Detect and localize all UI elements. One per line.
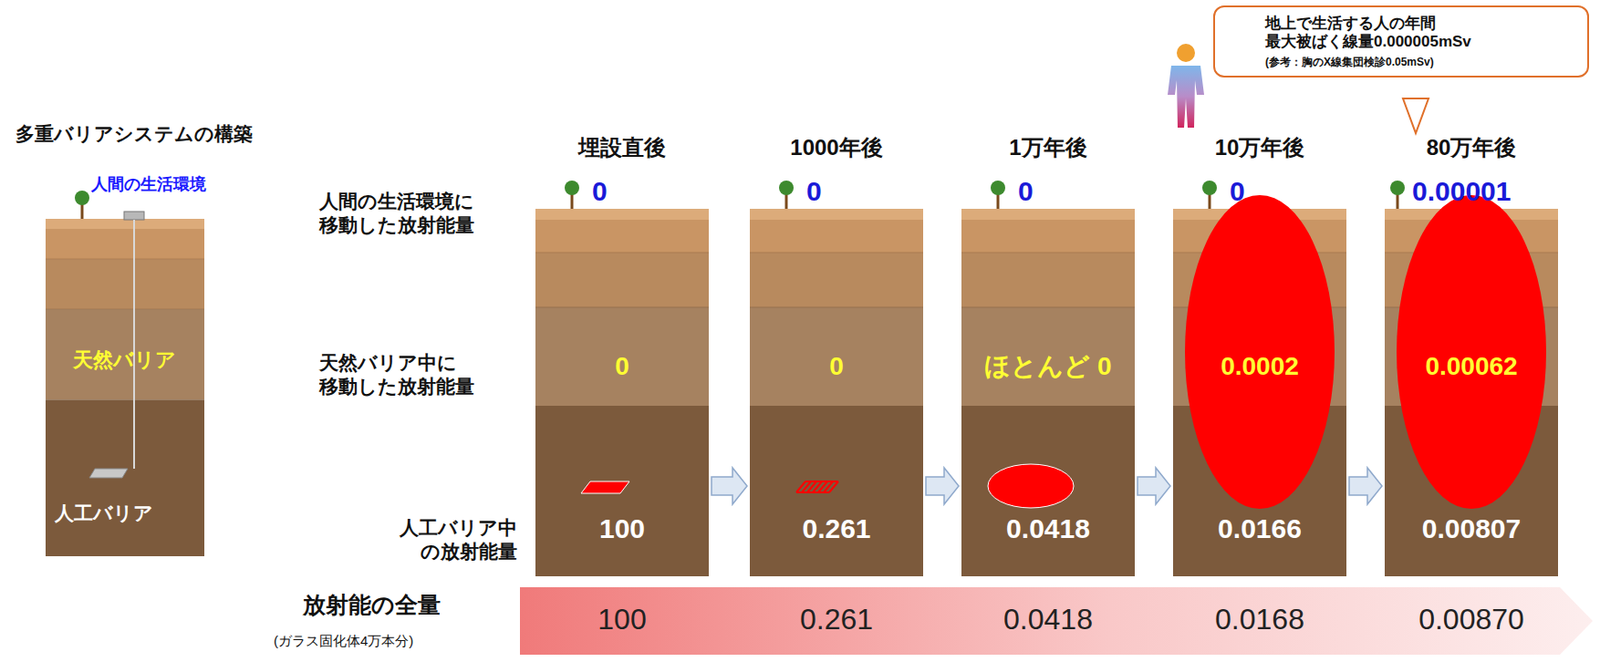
natural-barrier-label: 天然バリア xyxy=(72,348,177,373)
engineered-barrier-value: 0.261 xyxy=(801,512,871,546)
time-heading: 1000年後 xyxy=(789,135,883,162)
natural-barrier-value: 0.0002 xyxy=(1220,351,1299,383)
time-heading: 10万年後 xyxy=(1215,135,1306,162)
radioactivity-spread xyxy=(581,195,1547,510)
total-value: 0.00870 xyxy=(1418,602,1525,637)
engineered-barrier-label: 人工バリア xyxy=(54,501,154,525)
engineered-barrier-value: 0.0418 xyxy=(1006,512,1091,546)
diagram-title: 多重バリアシステムの構築 xyxy=(15,121,253,147)
row-label: 人工バリア中 の放射能量 xyxy=(330,516,518,565)
progress-arrow xyxy=(925,467,959,505)
reference-note: (参考：胸のX線集団検診0.05mSv) xyxy=(1265,55,1579,69)
time-panel: 1万年後 0 ほとんど 0 0.0418 xyxy=(961,127,1135,577)
total-value: 100 xyxy=(597,602,646,637)
environment-label: 人間の生活環境 xyxy=(91,175,207,196)
progress-arrow xyxy=(1137,467,1171,505)
person-icon xyxy=(1167,43,1205,128)
surface-value: 0.00001 xyxy=(1412,175,1511,208)
surface-value: 0 xyxy=(592,175,608,208)
gradient-arrow-shape xyxy=(519,587,1593,655)
engineered-barrier-value: 0.00807 xyxy=(1422,512,1521,546)
total-label: 放射能の全量 xyxy=(302,591,486,620)
engineered-barrier-value: 100 xyxy=(599,512,645,546)
ground-panels xyxy=(535,180,1559,577)
total-note: (ガラス固化体4万本分) xyxy=(273,633,475,651)
row-label: 人間の生活環境に 移動した放射能量 xyxy=(319,189,507,239)
barrier-illustration: 人間の生活環境天然バリア人工バリア xyxy=(36,173,274,566)
total-value: 0.261 xyxy=(800,602,873,637)
time-panel: 80万年後 0.00001 0.00062 0.00807 xyxy=(1384,127,1559,577)
time-heading: 埋設直後 xyxy=(578,135,666,162)
time-panel: 10万年後 0 0.0002 0.0166 xyxy=(1173,127,1347,577)
ground-section xyxy=(45,190,205,557)
time-heading: 1万年後 xyxy=(1008,135,1087,162)
time-heading: 80万年後 xyxy=(1426,135,1517,162)
progress-arrow xyxy=(711,467,748,505)
surface-value: 0 xyxy=(1229,175,1246,208)
callout-tail xyxy=(1402,98,1429,134)
progress-arrow xyxy=(1349,467,1382,505)
natural-barrier-value: 0 xyxy=(614,351,630,383)
natural-barrier-value: ほとんど 0 xyxy=(984,351,1112,383)
total-activity-band: 100 0.261 0.0418 0.0168 0.00870 xyxy=(519,583,1595,659)
time-panel: 1000年後 0 0 0.261 xyxy=(749,127,924,577)
natural-barrier-value: 0.00062 xyxy=(1424,351,1517,383)
row-label: 天然バリア中に 移動した放射能量 xyxy=(319,351,507,400)
surface-value: 0 xyxy=(1018,175,1034,208)
dose-text: 地上で生活する人の年間 最大被ばく線量0.000005mSv xyxy=(1265,14,1579,52)
natural-barrier-value: 0 xyxy=(829,351,844,383)
total-value: 0.0168 xyxy=(1215,602,1305,637)
total-value: 0.0418 xyxy=(1003,602,1093,637)
time-panel: 埋設直後 0 0 100 xyxy=(535,127,709,577)
surface-value: 0 xyxy=(806,175,822,208)
dose-callout: 地上で生活する人の年間 最大被ばく線量0.000005mSv (参考：胸のX線集団… xyxy=(1213,5,1590,78)
engineered-barrier-value: 0.0166 xyxy=(1217,512,1302,546)
